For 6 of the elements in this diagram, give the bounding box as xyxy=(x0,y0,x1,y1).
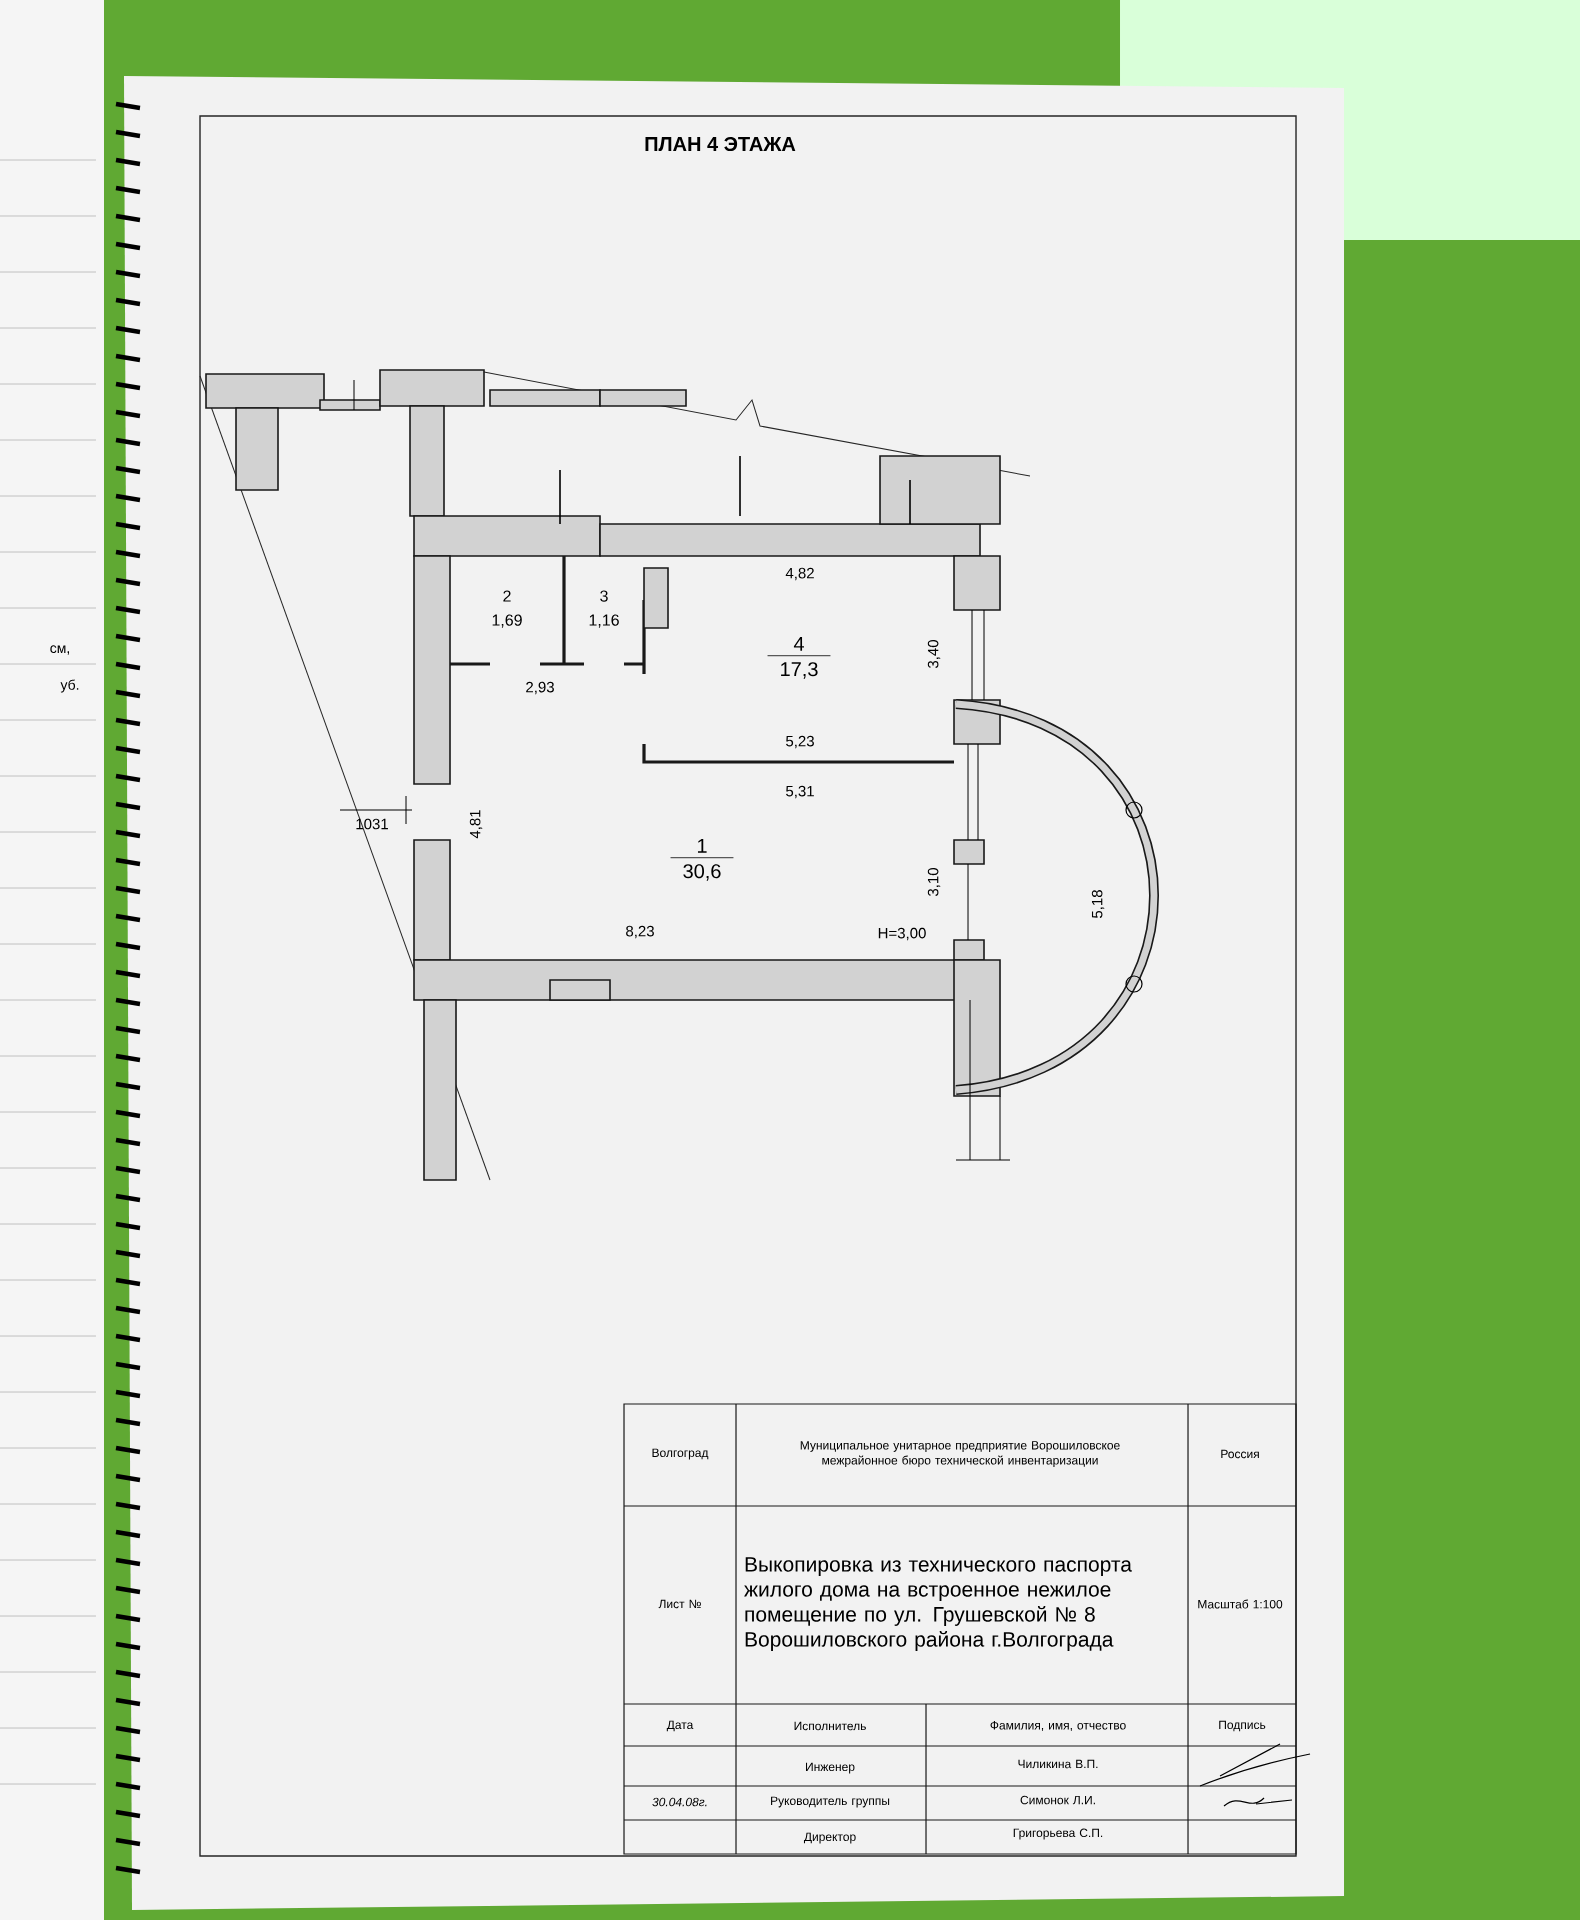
room: 1 30,6 xyxy=(670,838,734,881)
plan-title: ПЛАН 4 ЭТАЖА xyxy=(645,136,796,152)
room: 2 1,69 xyxy=(492,590,522,628)
document-title: Выкопировка из технического паспорта жилого дома на встроенное нежилое помещение по ул. Грушевской № 8 Ворошиловского района г.Волгограда xyxy=(744,1557,1132,1651)
room: 4 17,3 xyxy=(767,636,831,679)
room: 3 1,16 xyxy=(589,590,619,628)
